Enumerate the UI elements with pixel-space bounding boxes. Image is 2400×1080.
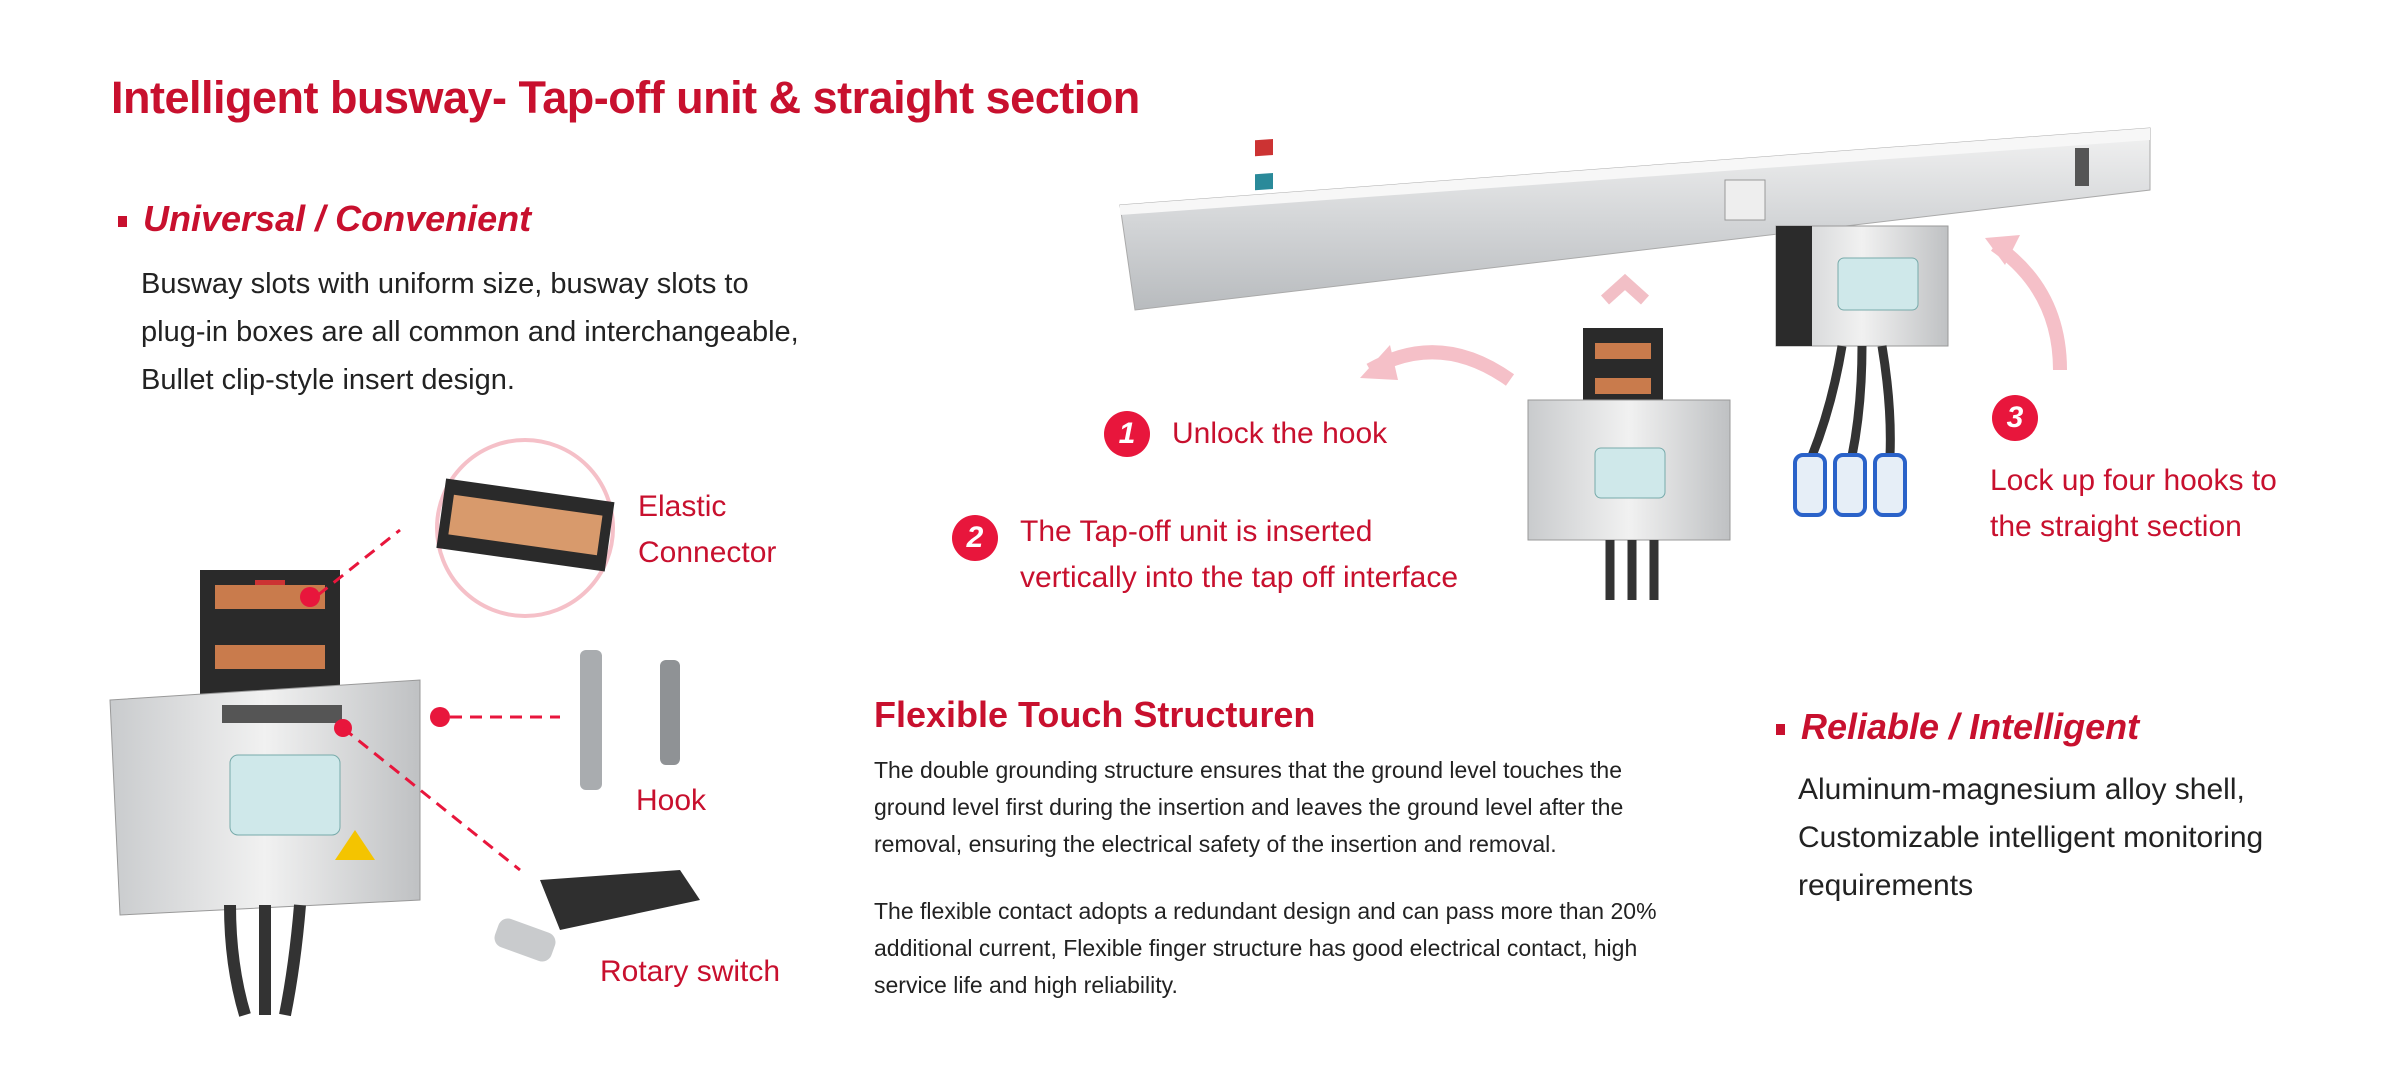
universal-heading: Universal / Convenient <box>118 198 531 240</box>
universal-body: Busway slots with uniform size, busway s… <box>141 260 799 404</box>
para-line: removal, ensuring the electrical safety … <box>874 831 1557 857</box>
step-2-text: The Tap-off unit is inserted vertically … <box>1020 509 1458 601</box>
step-2-line: The Tap-off unit is inserted <box>1020 515 1373 548</box>
universal-line: Bullet clip-style insert design. <box>141 364 515 396</box>
hook-parts <box>580 650 680 790</box>
reliable-line: Customizable intelligent monitoring <box>1798 821 2264 854</box>
para-line: The double grounding structure ensures t… <box>874 757 1622 783</box>
universal-heading-text: Universal / Convenient <box>143 198 532 239</box>
step-1-text: Unlock the hook <box>1172 417 1388 450</box>
reliable-body: Aluminum-magnesium alloy shell, Customiz… <box>1798 766 2263 910</box>
reliable-heading: Reliable / Intelligent <box>1776 706 2139 748</box>
flexible-para-1: The double grounding structure ensures t… <box>874 752 1623 863</box>
reliable-heading-text: Reliable / Intelligent <box>1801 706 2140 747</box>
reliable-line: Aluminum-magnesium alloy shell, <box>1798 773 2245 806</box>
universal-line: Busway slots with uniform size, busway s… <box>141 268 749 300</box>
inserting-tap-off-unit <box>1527 273 1731 600</box>
elastic-label-line: Elastic <box>638 490 727 523</box>
universal-line: plug-in boxes are all common and interch… <box>141 316 799 348</box>
bullet-square-icon <box>118 215 127 227</box>
para-line: The flexible contact adopts a redundant … <box>874 898 1657 924</box>
step-3-text: Lock up four hooks to the straight secti… <box>1990 458 2277 550</box>
rotary-switch-part <box>494 870 700 962</box>
step-3-line: the straight section <box>1990 510 2242 543</box>
reliable-line: requirements <box>1798 869 1974 902</box>
tap-off-unit-exploded <box>109 528 560 1017</box>
installed-tap-off-unit <box>1775 225 1949 517</box>
page-title: Intelligent busway- Tap-off unit & strai… <box>111 72 1140 123</box>
bullet-square-icon <box>1776 723 1785 735</box>
step-3-badge: 3 <box>1992 395 2038 441</box>
step-2-line: vertically into the tap off interface <box>1020 561 1459 594</box>
busway-straight-section <box>1119 127 2151 311</box>
step-3-line: Lock up four hooks to <box>1990 464 2277 497</box>
flexible-heading: Flexible Touch Structuren <box>874 694 1316 735</box>
rotary-switch-label: Rotary switch <box>600 955 781 988</box>
para-line: ground level first during the insertion … <box>874 794 1624 820</box>
step-2-badge: 2 <box>952 515 998 561</box>
step-1-badge: 1 <box>1104 411 1150 457</box>
hook-label: Hook <box>636 784 707 817</box>
para-line: service life and high reliability. <box>874 972 1178 998</box>
para-line: additional current, Flexible finger stru… <box>874 935 1638 961</box>
elastic-connector-label: Elastic Connector <box>638 484 776 576</box>
elastic-label-line: Connector <box>638 536 777 569</box>
elastic-connector-detail <box>435 438 615 618</box>
flexible-para-2: The flexible contact adopts a redundant … <box>874 893 1657 1004</box>
